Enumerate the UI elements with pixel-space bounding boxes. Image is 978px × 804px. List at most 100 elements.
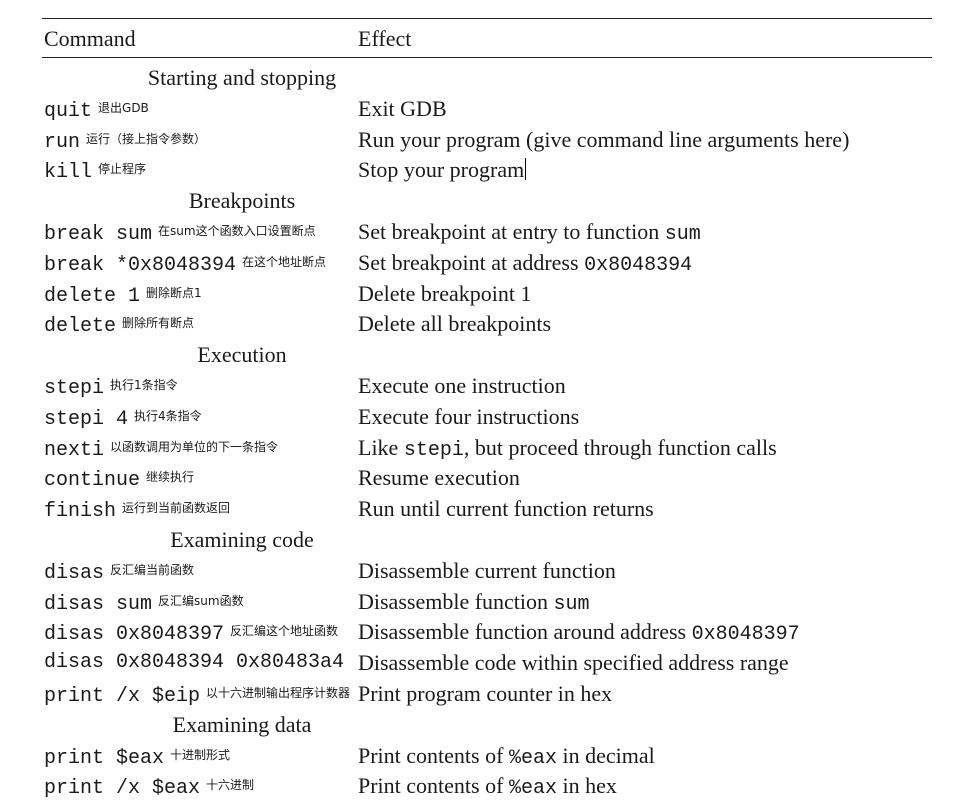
command-note: 反汇编当前函数 bbox=[110, 562, 195, 577]
effect-text: Set breakpoint at address bbox=[358, 249, 585, 275]
effect-text: Print program counter in hex bbox=[358, 681, 613, 706]
table-row: run 运行（接上指令参数） Run your program (give comm… bbox=[0, 124, 978, 155]
effect-text: Stop your program bbox=[358, 157, 525, 183]
effect-cell: Print contents of %eax in hex bbox=[358, 770, 617, 804]
command-note: 反汇编sum函数 bbox=[158, 593, 244, 608]
command-note: 执行4条指令 bbox=[134, 408, 202, 423]
effect-text: Run until current function returns bbox=[358, 496, 654, 522]
command-cell: delete 1 删除断点1 bbox=[44, 278, 202, 312]
command-note: 退出GDB bbox=[98, 100, 149, 115]
effect-code-text: 0x8048397 bbox=[691, 623, 800, 647]
effect-cell: Disassemble function sum bbox=[358, 586, 590, 620]
effect-code-text: %eax bbox=[508, 746, 557, 770]
table-row: disas 0x8048397 反汇编这个地址函数 Disassemble func… bbox=[0, 616, 978, 647]
command-note: 反汇编这个地址函数 bbox=[230, 624, 339, 639]
effect-cell: Resume execution bbox=[358, 462, 520, 493]
command-cell: print /x $eax 十六进制 bbox=[44, 770, 254, 804]
effect-text: Disassemble code within specified addres… bbox=[358, 650, 789, 676]
effect-cell: Print program counter in hex bbox=[358, 678, 612, 709]
command-cell: disas 反汇编当前函数 bbox=[44, 555, 194, 589]
command-note: 十六进制 bbox=[206, 778, 255, 793]
effect-text: Disassemble function bbox=[358, 588, 554, 614]
command-text: disas bbox=[44, 561, 105, 585]
command-text: break *0x8048394 bbox=[44, 253, 237, 277]
section-heading: Starting and stopping bbox=[147, 65, 337, 90]
effect-cell: Run your program (give command line argu… bbox=[358, 124, 849, 155]
section-heading: Examining data bbox=[172, 711, 312, 737]
command-text: nexti bbox=[44, 438, 105, 462]
section-heading: Breakpoints bbox=[188, 188, 296, 214]
command-note: 删除断点1 bbox=[146, 285, 202, 300]
effect-text: GDB bbox=[400, 95, 447, 121]
command-text: print /x $eax bbox=[44, 777, 201, 801]
command-cell: disas sum 反汇编sum函数 bbox=[44, 586, 244, 620]
effect-cell: Disassemble function around address 0x80… bbox=[358, 616, 800, 650]
command-text: stepi 4 bbox=[44, 407, 129, 431]
effect-text: in decimal bbox=[556, 742, 655, 768]
effect-cell: Execute four instructions bbox=[358, 401, 579, 432]
effect-text: Disassemble function around address bbox=[358, 619, 692, 645]
command-cell: run 运行（接上指令参数） bbox=[44, 124, 206, 158]
header-rule bbox=[42, 57, 932, 58]
command-text: disas 0x8048397 bbox=[44, 623, 225, 647]
command-note: 以十六进制输出程序计数器 bbox=[206, 686, 351, 700]
command-text: run bbox=[44, 130, 81, 154]
effect-text: Resume execution bbox=[358, 465, 520, 491]
command-text: disas sum bbox=[44, 592, 153, 616]
command-column-header: Command bbox=[44, 26, 136, 51]
text-cursor bbox=[525, 158, 527, 181]
command-text: stepi bbox=[44, 377, 105, 400]
command-note: 执行1条指令 bbox=[110, 378, 178, 392]
command-cell: delete 删除所有断点 bbox=[44, 308, 194, 342]
effect-text: Disassemble current function bbox=[358, 557, 616, 583]
command-note: 在sum这个函数入口设置断点 bbox=[158, 224, 316, 238]
effect-code-text: 0x8048394 bbox=[584, 253, 693, 277]
command-note: 以函数调用为单位的下一条指令 bbox=[110, 439, 279, 454]
effect-column-header: Effect bbox=[358, 26, 412, 51]
effect-text: Delete breakpoint 1 bbox=[358, 280, 532, 306]
command-note: 运行（接上指令参数） bbox=[86, 131, 207, 146]
section-heading: Execution bbox=[197, 342, 287, 368]
effect-cell: Delete breakpoint 1 bbox=[358, 278, 532, 309]
command-note: 停止程序 bbox=[98, 162, 147, 177]
command-text: delete 1 bbox=[44, 284, 141, 308]
command-cell: break sum 在sum这个函数入口设置断点 bbox=[44, 216, 316, 250]
command-text: delete bbox=[44, 315, 117, 339]
command-cell: nexti 以函数调用为单位的下一条指令 bbox=[44, 432, 278, 466]
command-text: print $eax bbox=[44, 746, 165, 770]
command-cell: stepi 执行1条指令 bbox=[44, 370, 178, 404]
table-row: delete 删除所有断点 Delete all breakpoints bbox=[0, 308, 978, 339]
effect-code-text: sum bbox=[553, 592, 590, 616]
command-text: print /x $eip bbox=[44, 685, 201, 708]
command-cell: quit 退出GDB bbox=[44, 93, 149, 127]
command-text: quit bbox=[44, 99, 93, 123]
effect-text: Execute four instructions bbox=[358, 403, 580, 429]
command-cell: disas 0x8048397 反汇编这个地址函数 bbox=[44, 616, 338, 650]
command-text: break sum bbox=[44, 223, 153, 246]
command-note: 继续执行 bbox=[146, 470, 195, 485]
command-note: 删除所有断点 bbox=[122, 316, 195, 331]
effect-code-text: %eax bbox=[508, 777, 557, 801]
effect-cell: Like stepi, but proceed through function… bbox=[358, 432, 777, 466]
command-note: 运行到当前函数返回 bbox=[122, 501, 231, 516]
effect-text: Print contents of bbox=[358, 742, 509, 768]
effect-cell: Run until current function returns bbox=[358, 493, 654, 524]
effect-text: , but proceed through function calls bbox=[463, 434, 777, 460]
effect-cell: Exit GDB bbox=[358, 93, 447, 124]
table-row: print /x $eax 十六进制 Print contents of %eax … bbox=[0, 770, 978, 801]
effect-cell: Delete all breakpoints bbox=[358, 308, 551, 339]
effect-cell: Disassemble code within specified addres… bbox=[358, 647, 789, 678]
section-heading: Examining code bbox=[170, 527, 314, 552]
effect-cell: Stop your program bbox=[358, 154, 527, 185]
